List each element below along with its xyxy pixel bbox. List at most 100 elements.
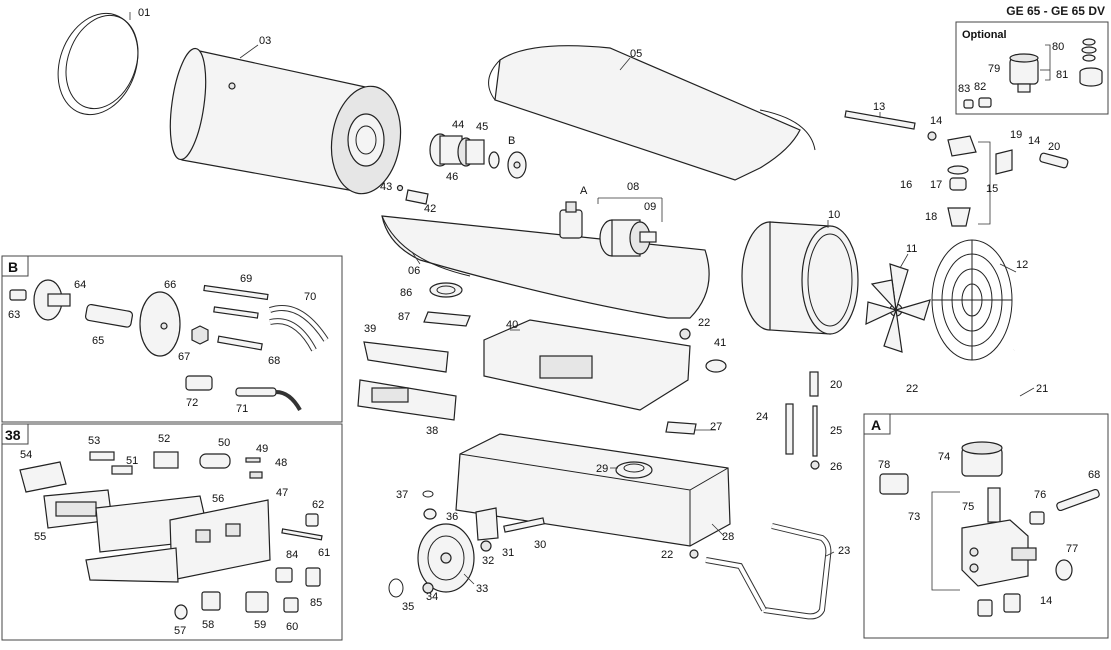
part-top-shell-05 — [488, 45, 816, 181]
callout-69: 69 — [240, 273, 252, 285]
callout-36: 36 — [446, 511, 458, 523]
callout-82: 82 — [974, 81, 986, 93]
inset-b: B — [1, 255, 343, 423]
part-rod-68 — [217, 335, 263, 351]
callout-01: 01 — [138, 7, 150, 19]
part-combustion-chamber-03 — [169, 47, 402, 195]
part-disc-B — [507, 151, 527, 179]
callout-48: 48 — [275, 457, 287, 469]
callout-61: 61 — [318, 547, 330, 559]
part-nut-14 — [927, 131, 937, 141]
callout-06: 06 — [408, 265, 420, 277]
callout-42: 42 — [424, 203, 436, 215]
callout-22: 22 — [698, 317, 710, 329]
callout-16: 16 — [900, 179, 912, 191]
part-burner-tube-65 — [85, 303, 134, 328]
inset-38: 38 — [1, 423, 343, 641]
callout-63: 63 — [8, 309, 20, 321]
part-stem-75 — [987, 487, 1001, 523]
callout-83: 83 — [958, 83, 970, 95]
part-cable-70 — [269, 305, 329, 352]
callout-28: 28 — [722, 531, 734, 543]
callout-20: 20 — [1048, 141, 1060, 153]
callout-19: 19 — [1010, 129, 1022, 141]
callout-53: 53 — [88, 435, 100, 447]
callout-45: 45 — [476, 121, 488, 133]
callout-67: 67 — [178, 351, 190, 363]
callout-75: 75 — [962, 501, 974, 513]
callout-50: 50 — [218, 437, 230, 449]
part-circuit-board-55 — [43, 489, 113, 529]
callout-12: 12 — [1016, 259, 1028, 271]
part-photocell-72 — [185, 375, 213, 391]
callout-57: 57 — [174, 625, 186, 637]
callout-35: 35 — [402, 601, 414, 613]
part-bracket-87 — [423, 311, 471, 327]
part-rod-68b — [1056, 488, 1100, 512]
part-rod-61 — [281, 528, 323, 541]
callout-41: 41 — [714, 337, 726, 349]
callout-49: 49 — [256, 443, 268, 455]
callout-39: 39 — [364, 323, 376, 335]
callout-14: 14 — [930, 115, 942, 127]
callout-52: 52 — [158, 433, 170, 445]
callout-72: 72 — [186, 397, 198, 409]
callout-38: 38 — [426, 425, 438, 437]
part-tube-24 — [785, 403, 794, 455]
callout-24: 24 — [756, 411, 768, 423]
part-stand-23 — [705, 523, 832, 620]
part-heating-element — [85, 547, 179, 583]
part-switch-85 — [305, 567, 321, 587]
callout-17: 17 — [930, 179, 942, 191]
callout-81: 81 — [1056, 69, 1068, 81]
part-tube-25 — [812, 405, 818, 457]
part-switch-58 — [201, 591, 221, 611]
part-cover-39 — [363, 341, 449, 373]
callout-59: 59 — [254, 619, 266, 631]
optional-parts-box: Optional — [955, 21, 1109, 115]
callout-09: 09 — [644, 201, 656, 213]
part-electrode-69 — [203, 284, 269, 319]
part-connector-53 — [89, 451, 115, 461]
part-nozzle-46 — [488, 151, 500, 169]
part-motor-09 — [629, 221, 657, 255]
callout-87: 87 — [398, 311, 410, 323]
part-ring-86 — [429, 282, 463, 298]
part-axle-30 — [503, 517, 545, 533]
callout-13: 13 — [873, 101, 885, 113]
part-cup-81 — [1079, 67, 1103, 87]
part-washer-37 — [422, 490, 434, 498]
callout-60: 60 — [286, 621, 298, 633]
callout-43: 43 — [380, 181, 392, 193]
part-module-54 — [19, 461, 67, 493]
part-bracket-19 — [995, 149, 1013, 175]
part-filter-housing-15 — [947, 135, 977, 157]
callout-66: 66 — [164, 279, 176, 291]
part-burner-head-44 — [429, 133, 463, 167]
callout-22c: 22 — [661, 549, 673, 561]
part-fitting-14b — [977, 593, 1021, 617]
callout-05: 05 — [630, 48, 642, 60]
callout-B: B — [508, 135, 515, 147]
callout-51: 51 — [126, 455, 138, 467]
part-valve-A — [559, 201, 583, 239]
callout-15: 15 — [986, 183, 998, 195]
part-fan-housing-10 — [741, 221, 859, 335]
callout-46: 46 — [446, 171, 458, 183]
callout-33: 33 — [476, 583, 488, 595]
callout-40: 40 — [506, 319, 518, 331]
part-fitting-20b — [809, 371, 819, 397]
callout-34: 34 — [426, 591, 438, 603]
callout-44: 44 — [452, 119, 464, 131]
callout-55: 55 — [34, 531, 46, 543]
part-fuel-tank-28 — [455, 433, 731, 547]
part-bushing-57 — [174, 604, 188, 620]
part-filter-element-17 — [949, 177, 967, 191]
part-hose-fitting-20 — [1039, 152, 1069, 169]
part-ring-41 — [705, 359, 727, 373]
callout-76: 76 — [1034, 489, 1046, 501]
callout-A: A — [580, 185, 588, 197]
part-plug-78 — [879, 473, 909, 495]
part-ignition-connector-63 — [9, 289, 27, 301]
